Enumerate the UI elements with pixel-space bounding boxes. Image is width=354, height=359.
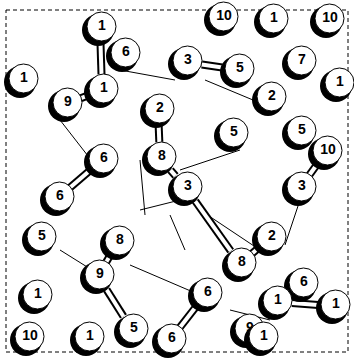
atom-sphere: 2 <box>139 91 177 129</box>
atom-number: 6 <box>111 43 141 59</box>
bond <box>195 201 230 251</box>
atom-number: 6 <box>193 283 223 299</box>
bond <box>70 170 90 187</box>
atom-number: 8 <box>227 253 257 269</box>
atom-number: 1 <box>263 291 293 307</box>
atom-number: 5 <box>27 227 57 243</box>
atom-sphere: 9 <box>79 257 117 295</box>
atom-sphere: 3 <box>281 169 319 207</box>
atom-sphere: 6 <box>39 179 77 217</box>
atom-number: 3 <box>173 51 203 67</box>
atom-number: 1 <box>249 327 279 343</box>
atom-number: 1 <box>321 295 351 311</box>
atom-number: 6 <box>45 187 75 203</box>
atom-number: 6 <box>157 329 187 345</box>
atom-sphere: 1 <box>3 61 41 99</box>
atom-sphere: 3 <box>167 43 205 81</box>
bond <box>158 126 160 142</box>
atom-number: 1 <box>259 9 289 25</box>
atom-number: 1 <box>75 327 105 343</box>
atom-sphere: 6 <box>187 275 225 313</box>
atom-sphere: 1 <box>69 319 107 357</box>
atom-number: 6 <box>289 273 319 289</box>
thin-bonds <box>60 70 300 320</box>
atom-number: 10 <box>209 7 239 23</box>
bond <box>100 44 102 74</box>
bond <box>107 290 124 317</box>
atom-sphere: 10 <box>203 0 241 37</box>
bond <box>180 307 196 328</box>
atom-sphere: 10 <box>307 133 345 171</box>
atom-number: 6 <box>89 149 119 165</box>
atom-number: 5 <box>225 59 255 75</box>
atom-number: 3 <box>173 177 203 193</box>
atom-sphere: 1 <box>319 65 354 103</box>
atom-sphere: 5 <box>219 51 257 89</box>
atom-sphere: 1 <box>83 71 121 109</box>
atom-number: 8 <box>105 231 135 247</box>
atom-sphere: 10 <box>309 1 347 39</box>
atom-number: 1 <box>89 79 119 95</box>
atom-sphere: 6 <box>83 141 121 179</box>
atom-number: 7 <box>287 51 317 67</box>
atom-number: 8 <box>147 147 177 163</box>
atom-sphere: 5 <box>213 115 251 153</box>
atom-sphere: 1 <box>243 319 281 357</box>
atom-number: 1 <box>325 73 354 89</box>
atom-sphere: 8 <box>141 139 179 177</box>
atom-number: 1 <box>23 285 53 301</box>
atom-number: 2 <box>257 227 287 243</box>
atom-sphere: 8 <box>99 223 137 261</box>
atom-sphere: 3 <box>167 169 205 207</box>
atom-sphere: 1 <box>253 1 291 39</box>
bond <box>202 64 222 67</box>
atom-number: 5 <box>287 121 317 137</box>
atom-number: 10 <box>313 141 343 157</box>
atom-number: 1 <box>9 69 39 85</box>
atom-sphere: 2 <box>251 79 289 117</box>
atom-sphere: 6 <box>105 35 143 73</box>
atom-sphere: 1 <box>315 287 353 325</box>
atom-sphere: 1 <box>257 283 295 321</box>
atom-number: 9 <box>85 265 115 281</box>
cell-outline <box>6 10 348 352</box>
atom-number: 9 <box>53 93 83 109</box>
atom-sphere: 2 <box>251 219 289 257</box>
atom-number: 1 <box>87 17 117 33</box>
atom-sphere: 1 <box>81 9 119 47</box>
atom-sphere: 5 <box>113 311 151 349</box>
atom-sphere: 5 <box>21 219 59 257</box>
atom-sphere: 9 <box>47 85 85 123</box>
atom-number: 10 <box>15 327 45 343</box>
atom-number: 2 <box>145 99 175 115</box>
bond <box>292 303 318 305</box>
atom-sphere: 7 <box>281 43 319 81</box>
atom-number: 5 <box>119 319 149 335</box>
atom-sphere: 1 <box>17 277 55 315</box>
atom-sphere: 8 <box>221 245 259 283</box>
atom-sphere: 6 <box>151 321 189 359</box>
atom-number: 3 <box>287 177 317 193</box>
bond <box>170 170 175 176</box>
atom-number: 5 <box>219 123 249 139</box>
atom-number: 2 <box>257 87 287 103</box>
atom-sphere: 10 <box>9 319 47 357</box>
atom-number: 10 <box>315 9 345 25</box>
